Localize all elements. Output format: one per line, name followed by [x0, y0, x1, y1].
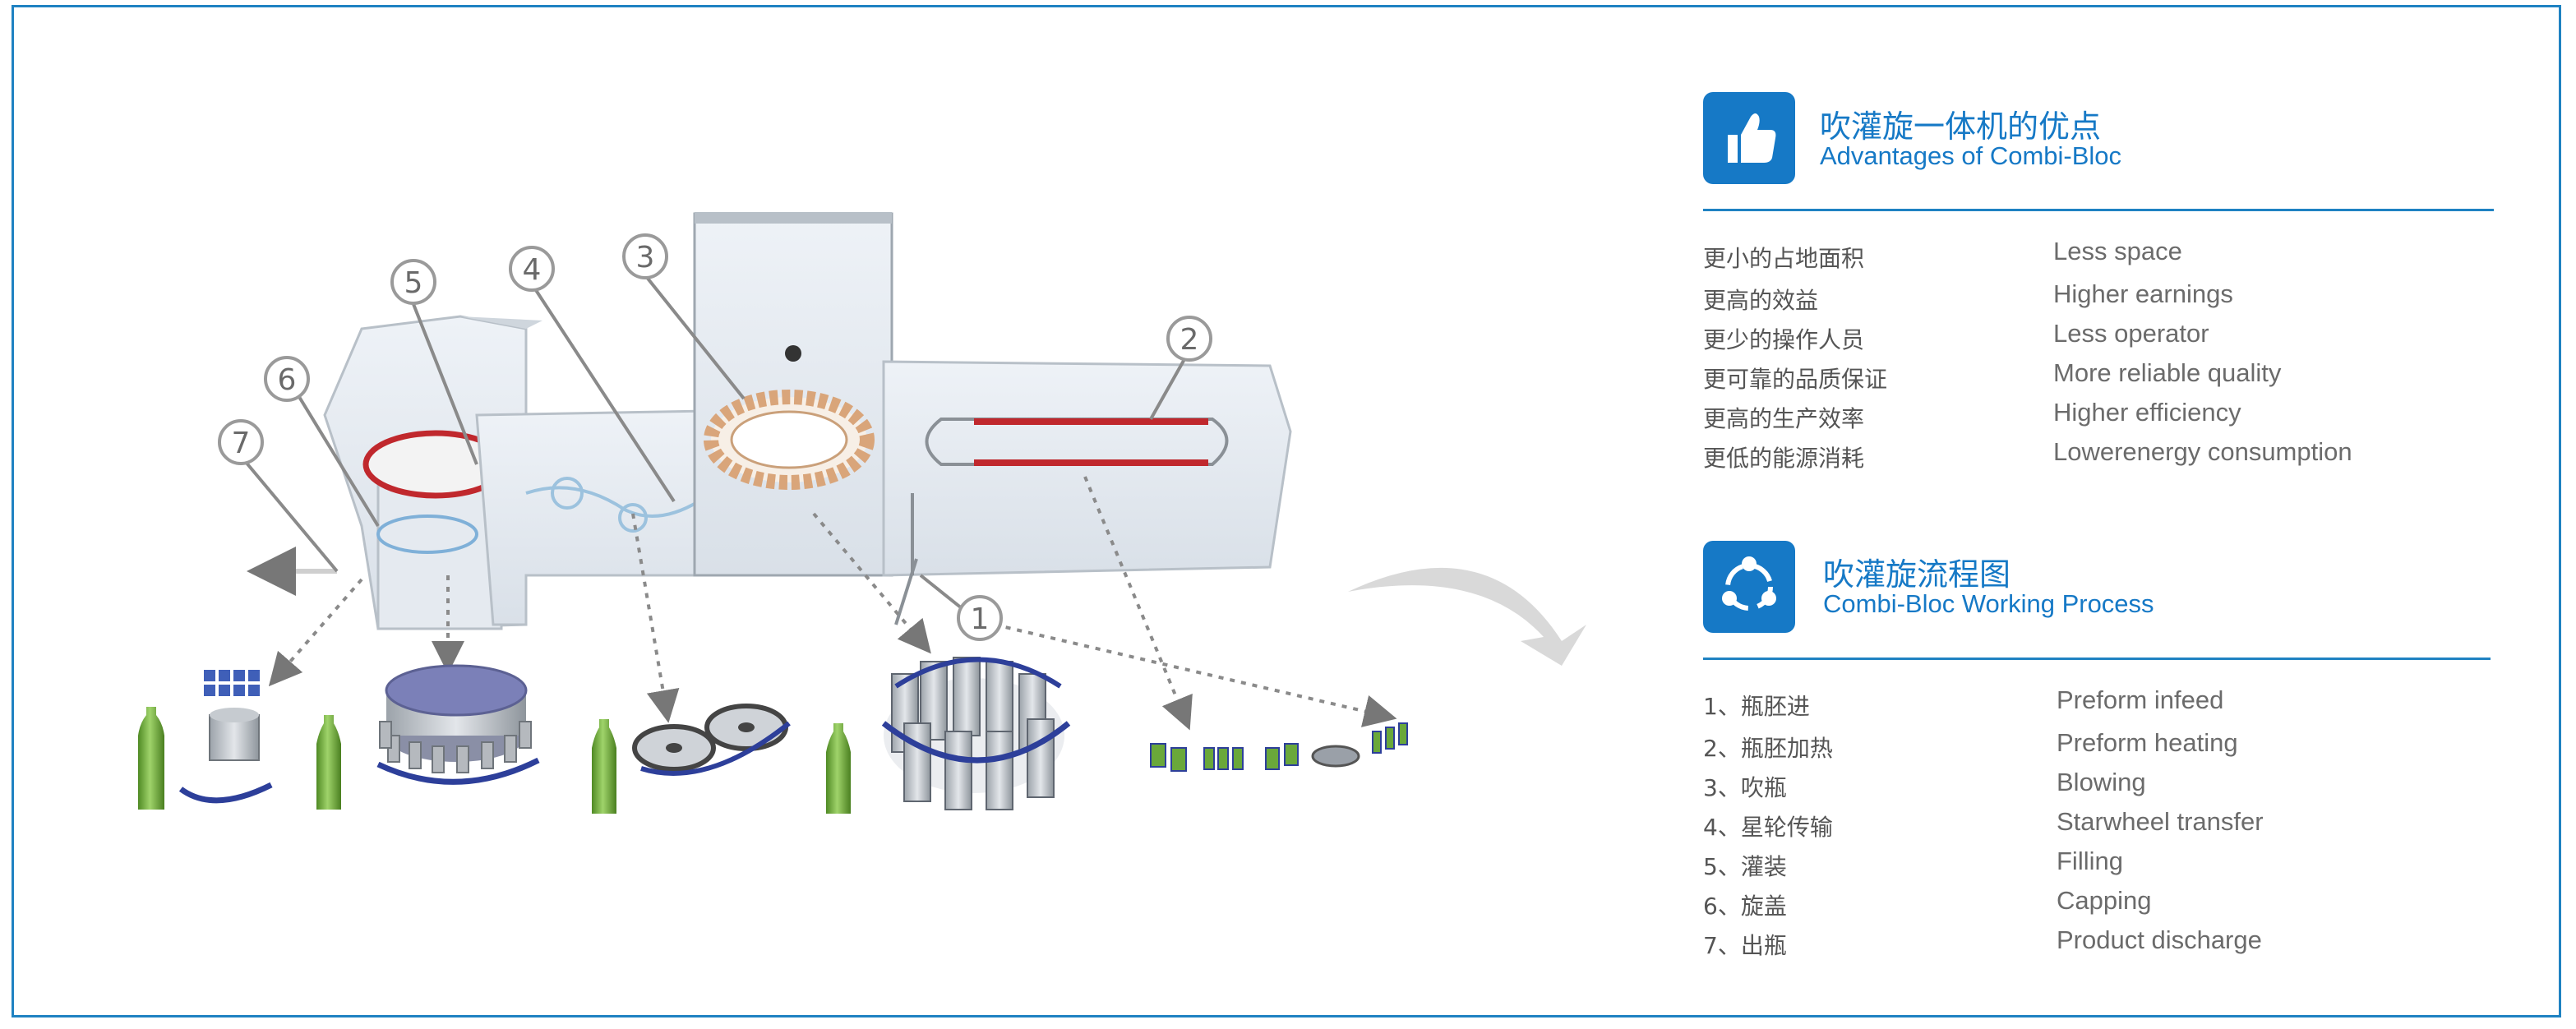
- advantage-cn-2: 更高的效益: [1703, 287, 1819, 314]
- process-step-en-3: Blowing: [2057, 768, 2146, 796]
- callout-1: 1: [971, 602, 990, 636]
- process-step-cn-1: 1、瓶胚进: [1703, 693, 1810, 720]
- advantage-en-3: Less operator: [2053, 319, 2209, 348]
- advantage-cn-5: 更高的生产效率: [1703, 405, 1865, 432]
- callout-2: 2: [1180, 323, 1199, 357]
- advantage-en-6: Lowerenergy consumption: [2053, 437, 2352, 466]
- flow-arrow: [1348, 567, 1586, 666]
- process-step-en-1: Preform infeed: [2057, 685, 2224, 714]
- callout-6: 6: [278, 363, 297, 397]
- advantage-en-4: More reliable quality: [2053, 358, 2282, 387]
- advantages-title-en: Advantages of Combi-Bloc: [1820, 141, 2122, 170]
- exploded-process-views: [138, 657, 1408, 814]
- thumbs-up-icon: [1703, 92, 1795, 184]
- process-step-cn-4: 4、星轮传输: [1703, 814, 1833, 841]
- advantage-en-1: Less space: [2053, 237, 2182, 265]
- process-step-en-5: Filling: [2057, 847, 2123, 875]
- process-title-cn: 吹灌旋流程图: [1823, 556, 2011, 593]
- diagram-callouts: 1 2 3 4 5 6 7: [218, 233, 1212, 641]
- advantage-cn-4: 更可靠的品质保证: [1703, 366, 1888, 393]
- process-step-cn-7: 7、出瓶: [1703, 932, 1787, 959]
- combi-bloc-machine-diagram: 1 2 3 4 5 6 7: [138, 212, 1586, 814]
- advantage-cn-1: 更小的占地面积: [1703, 245, 1865, 272]
- heating-oven-housing: [882, 360, 1292, 577]
- blowing-tower: [693, 212, 893, 577]
- process-step-en-6: Capping: [2057, 886, 2152, 915]
- advantage-en-2: Higher earnings: [2053, 279, 2233, 308]
- callout-7: 7: [232, 427, 251, 460]
- advantages-title-cn: 吹灌旋一体机的优点: [1820, 108, 2102, 145]
- callout-3: 3: [636, 241, 655, 275]
- process-step-en-7: Product discharge: [2057, 925, 2262, 954]
- process-step-en-2: Preform heating: [2057, 728, 2238, 757]
- advantage-en-5: Higher efficiency: [2053, 398, 2241, 427]
- process-title-en: Combi-Bloc Working Process: [1823, 589, 2154, 618]
- process-step-en-4: Starwheel transfer: [2057, 807, 2264, 836]
- advantage-cn-6: 更低的能源消耗: [1703, 445, 1865, 472]
- advantage-cn-3: 更少的操作人员: [1703, 326, 1865, 353]
- process-step-cn-2: 2、瓶胚加热: [1703, 735, 1833, 762]
- process-step-cn-3: 3、吹瓶: [1703, 774, 1787, 801]
- transfer-housing: [475, 409, 709, 626]
- process-step-cn-5: 5、灌装: [1703, 853, 1787, 880]
- process-cycle-icon: [1703, 541, 1795, 633]
- callout-5: 5: [404, 266, 423, 300]
- process-step-cn-6: 6、旋盖: [1703, 893, 1787, 920]
- process-divider: [1703, 658, 2491, 660]
- callout-4: 4: [523, 253, 542, 287]
- advantages-divider: [1703, 209, 2494, 211]
